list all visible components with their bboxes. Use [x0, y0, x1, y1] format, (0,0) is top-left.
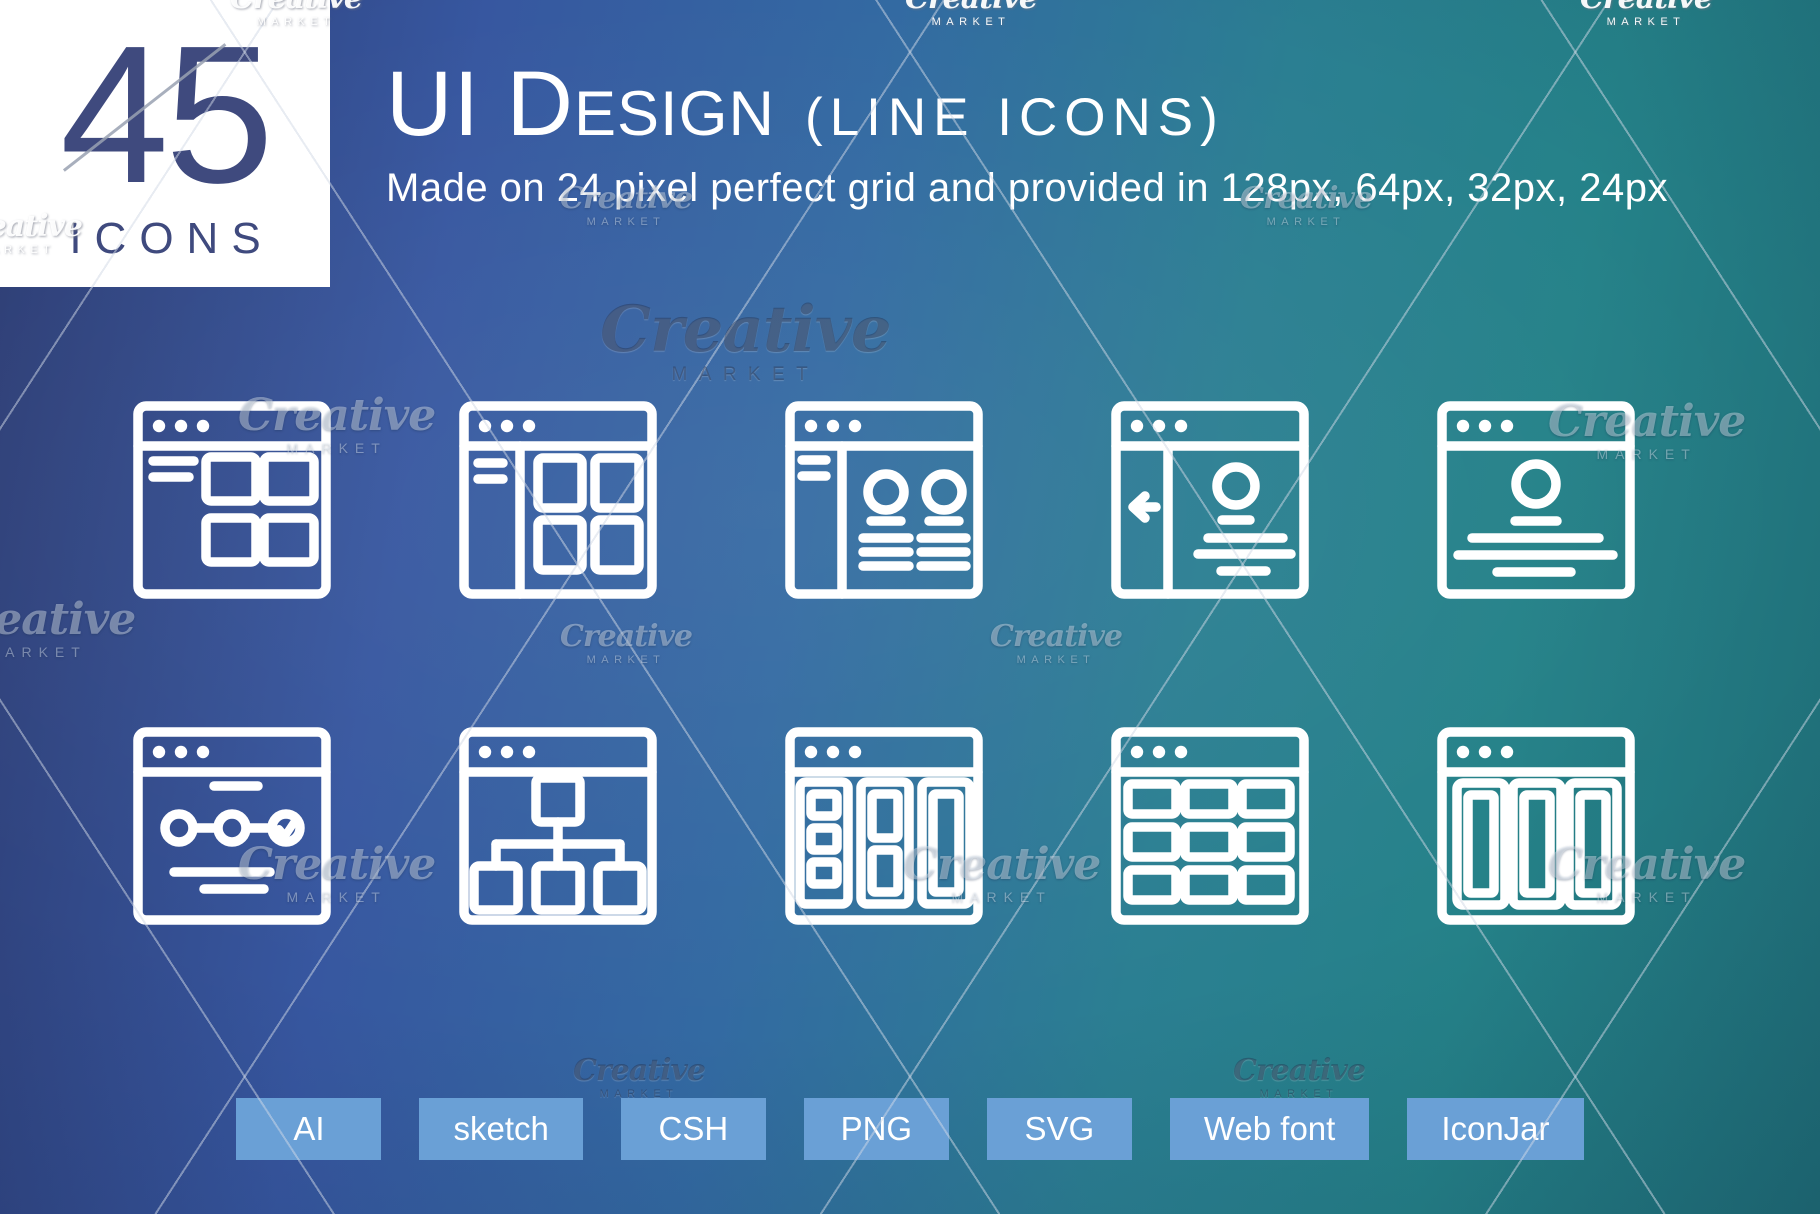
- icon-window-text-cards: [132, 400, 332, 600]
- icon-window-dashboard-columns: [784, 726, 984, 926]
- format-tag-sketch: sketch: [419, 1098, 583, 1160]
- watermark-caps: MARKET: [586, 216, 666, 228]
- icon-window-sidebar-profiles: [784, 400, 984, 600]
- window-collapse-sidebar-profile-graphic: [1111, 401, 1309, 599]
- watermark-script: Creative: [1233, 1053, 1366, 1088]
- format-tags: AI sketch CSH PNG SVG Web font IconJar: [0, 1098, 1820, 1160]
- format-tag-iconjar: IconJar: [1407, 1098, 1584, 1160]
- window-sidebar-cards-graphic: [459, 401, 657, 599]
- product-title: UI Design (line icons): [386, 58, 1668, 150]
- title-lead: UI D: [386, 53, 574, 155]
- watermark-script: Creative: [573, 1053, 706, 1088]
- watermark-caps: MARKET: [671, 364, 820, 385]
- format-tag-web-font: Web font: [1169, 1098, 1370, 1160]
- icon-window-progress-stepper: [132, 726, 332, 926]
- window-dashboard-columns-graphic: [785, 727, 983, 925]
- watermark-caps: MARKET: [931, 16, 1011, 28]
- format-tag-ai: AI: [236, 1098, 382, 1160]
- header: UI Design (line icons) Made on 24 pixel …: [386, 58, 1668, 211]
- format-tag-svg: SVG: [986, 1098, 1132, 1160]
- watermark-caps: MARKET: [1266, 216, 1346, 228]
- icon-window-sidebar-cards: [458, 400, 658, 600]
- watermark-script: Creative: [1580, 0, 1713, 14]
- subtitle: Made on 24 pixel perfect grid and provid…: [386, 166, 1668, 210]
- window-table-grid-graphic: [1111, 727, 1309, 925]
- window-three-columns-graphic: [1437, 727, 1635, 925]
- count-badge: 45 ICONS: [0, 0, 330, 287]
- icon-window-three-columns: [1436, 726, 1636, 926]
- icon-grid: [132, 400, 1636, 926]
- title-note: (line icons): [805, 88, 1225, 147]
- watermark-caps: MARKET: [0, 644, 87, 660]
- window-progress-stepper-graphic: [133, 727, 331, 925]
- watermark-script: Creative: [0, 594, 136, 645]
- title-tail: esign: [574, 79, 776, 149]
- icon-window-collapse-sidebar-profile: [1110, 400, 1310, 600]
- icon-count-label: ICONS: [69, 213, 274, 263]
- icon-window-table-grid: [1110, 726, 1310, 926]
- icon-window-sitemap: [458, 726, 658, 926]
- watermark-script: Creative: [905, 0, 1038, 14]
- format-tag-png: PNG: [803, 1098, 949, 1160]
- watermark-caps: MARKET: [1606, 16, 1686, 28]
- window-text-cards-graphic: [133, 401, 331, 599]
- watermark-script: Creative: [600, 292, 892, 367]
- window-sitemap-graphic: [459, 727, 657, 925]
- window-sidebar-profiles-graphic: [785, 401, 983, 599]
- icon-count: 45: [59, 5, 274, 225]
- icon-window-profile: [1436, 400, 1636, 600]
- format-tag-csh: CSH: [620, 1098, 766, 1160]
- window-profile-graphic: [1437, 401, 1635, 599]
